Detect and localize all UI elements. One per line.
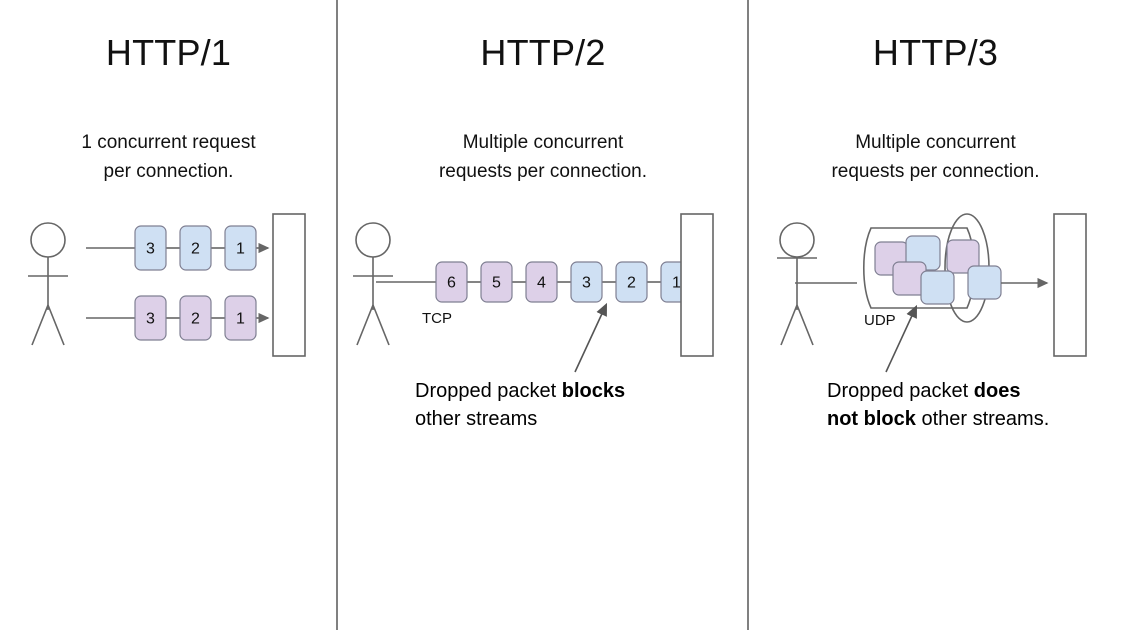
server-rect — [680, 213, 714, 357]
callout-line-1: Dropped packet blocks — [415, 377, 625, 405]
panel-divider-1 — [336, 0, 338, 630]
packet-5: 5 — [480, 261, 513, 303]
panel-description-line-1: Multiple concurrent — [462, 132, 624, 153]
callout-text-bold: blocks — [561, 380, 626, 402]
packet-purple-2: 2 — [179, 295, 212, 341]
packet-label: 3 — [582, 275, 591, 292]
panel-title-http1: HTTP/1 — [105, 32, 232, 73]
panel-description-http1: 1 concurrent request per connection. — [0, 128, 337, 186]
packet-label: 2 — [627, 275, 636, 292]
connection-blue: 3 2 1 — [86, 225, 270, 271]
packet-label: 2 — [191, 311, 200, 328]
panel-description-line-2: requests per connection. — [438, 161, 648, 182]
callout-text-plain: Dropped packet — [827, 380, 974, 402]
panel-divider-2 — [747, 0, 749, 630]
server-rect — [272, 213, 306, 357]
transport-label-tcp: TCP — [422, 310, 452, 327]
packet-blue-3: 3 — [134, 225, 167, 271]
callout-text-plain-2: other streams — [415, 408, 538, 430]
panel-description-line-2: requests per connection. — [831, 161, 1040, 182]
callout-pointer-arrow — [574, 302, 608, 373]
packet-label: 1 — [236, 241, 245, 258]
packet-blue-1: 1 — [224, 225, 257, 271]
panel-title-http3: HTTP/3 — [872, 32, 999, 73]
panel-description-line-2: per connection. — [103, 161, 234, 182]
packet-label: 4 — [537, 275, 546, 292]
packet-2-dropped: 2 — [615, 261, 648, 303]
panel-description-line-1: 1 concurrent request — [81, 132, 256, 153]
packet-label: 1 — [672, 275, 681, 292]
callout-line-2: not block other streams. — [827, 405, 1049, 433]
packet-purple-3: 3 — [134, 295, 167, 341]
server-rect — [1053, 213, 1087, 357]
packet-purple-1: 1 — [224, 295, 257, 341]
packet-label: 6 — [447, 275, 456, 292]
packet-udp-4 — [946, 239, 980, 274]
panel-http1: HTTP/1 1 concurrent request per connecti… — [0, 0, 337, 630]
transport-label-udp: UDP — [864, 312, 896, 329]
callout-pointer-arrow — [885, 304, 918, 373]
panel-description-http2: Multiple concurrent requests per connect… — [338, 128, 748, 186]
callout-http2: Dropped packet blocks other streams — [415, 377, 625, 433]
callout-text-plain: Dropped packet — [415, 380, 562, 402]
panel-http3: HTTP/3 Multiple concurrent requests per … — [749, 0, 1122, 630]
client-stick-figure — [353, 222, 393, 346]
panel-title-http2: HTTP/2 — [480, 32, 606, 73]
callout-line-1: Dropped packet does — [827, 377, 1049, 405]
packet-udp-6 — [967, 265, 1002, 300]
panel-description-http3: Multiple concurrent requests per connect… — [749, 128, 1122, 186]
packet-label: 2 — [191, 241, 200, 258]
panel-http2: HTTP/2 Multiple concurrent requests per … — [338, 0, 748, 630]
callout-http3: Dropped packet does not block other stre… — [827, 377, 1049, 433]
figure-http2: 6 5 4 3 2 1 — [353, 213, 714, 373]
packet-label: 3 — [146, 311, 155, 328]
packet-3: 3 — [570, 261, 603, 303]
client-stick-figure — [777, 222, 817, 346]
callout-text-bold-2: not block — [827, 408, 916, 430]
figure-http3 — [777, 213, 1087, 373]
packet-label: 5 — [492, 275, 501, 292]
panel-description-line-1: Multiple concurrent — [855, 132, 1016, 153]
packet-udp-5-dropped — [920, 270, 955, 305]
client-stick-figure — [28, 222, 68, 346]
packet-label: 3 — [146, 241, 155, 258]
callout-text-plain-2: other streams. — [915, 408, 1050, 430]
callout-text-bold: does — [973, 380, 1021, 402]
figure-http1: 3 2 1 3 — [28, 213, 306, 357]
packet-6: 6 — [435, 261, 468, 303]
packet-label: 1 — [236, 311, 245, 328]
packet-blue-2: 2 — [179, 225, 212, 271]
connection-purple: 3 2 1 — [86, 295, 270, 341]
callout-line-2: other streams — [415, 405, 625, 433]
packet-4: 4 — [525, 261, 558, 303]
